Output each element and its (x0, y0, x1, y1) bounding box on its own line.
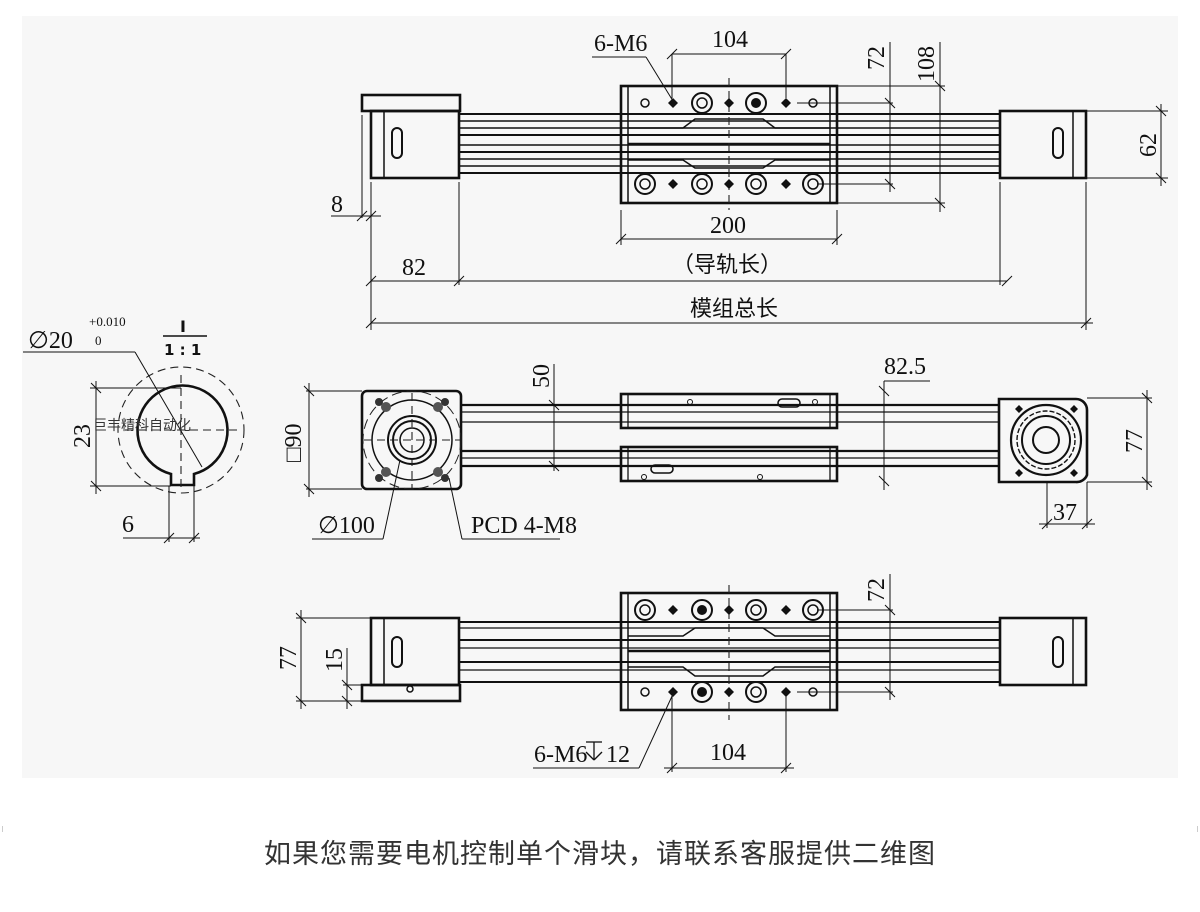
dim-37: 37 (1053, 500, 1077, 526)
section-mark: I (180, 317, 186, 336)
rail-length-label: （导轨长） (672, 253, 782, 278)
left-top-plate (360, 93, 462, 113)
dim-flange-square: □90 (281, 424, 307, 463)
pcd-callout: PCD 4-M8 (471, 513, 577, 539)
front-carriage-bottom (619, 445, 839, 483)
bottom-plate (360, 683, 462, 703)
dim-depth-12: 12 (606, 742, 630, 768)
left-end-block (369, 109, 461, 180)
dim-15: 15 (322, 648, 348, 672)
shaft-detail: ∅20 +0.010 0 I 1 : 1 23 6 巨丰精科自动化 (23, 314, 245, 544)
dim-77-bottom: 77 (276, 646, 302, 670)
top-view: 6-M6 104 72 108 62 8 82 200 （导轨长） 模组总长 (331, 27, 1168, 330)
dim-72-top: 72 (864, 46, 890, 70)
dim-6: 6 (122, 512, 134, 538)
tolerance-upper: +0.010 (89, 314, 126, 329)
corner-mark-left (2, 826, 9, 832)
dim-6-m6: 6-M6 (594, 31, 647, 57)
dim-108: 108 (914, 46, 940, 82)
caption-text: 如果您需要电机控制单个滑块，请联系客服提供二维图 (264, 839, 936, 870)
corner-mark-right (1191, 826, 1198, 832)
dim-23: 23 (70, 424, 96, 448)
rail-profile (460, 113, 1000, 174)
shaft-outer-circle (117, 366, 245, 494)
dim-77-front: 77 (1122, 429, 1148, 453)
m6-hole-icon (668, 98, 678, 108)
dim-82: 82 (402, 255, 426, 281)
bottom-right-end (998, 616, 1088, 687)
keyed-shaft (136, 384, 229, 487)
drawing-panel (22, 16, 1178, 778)
tolerance-lower: 0 (95, 333, 102, 348)
watermark: 巨丰精科自动化 (93, 418, 191, 434)
front-view: □90 50 ∅100 PCD 4-M8 82.5 77 37 (281, 354, 1153, 540)
dim-72-bottom: 72 (864, 578, 890, 602)
dim-6-m6-bottom: 6-M6 (534, 742, 587, 768)
dim-shaft-diameter: ∅20 (28, 328, 73, 354)
depth-symbol-icon (585, 741, 603, 761)
slot-icon (391, 127, 403, 159)
bearing-end (997, 397, 1089, 484)
dim-104-bottom: 104 (710, 740, 746, 766)
total-length-label: 模组总长 (690, 297, 778, 322)
dim-82-5: 82.5 (884, 354, 926, 380)
dim-62: 62 (1136, 133, 1162, 157)
bottom-view: 77 15 72 6-M6 12 104 (276, 574, 1088, 774)
dim-104-top: 104 (712, 27, 748, 53)
dim-8: 8 (331, 192, 343, 218)
dim-200: 200 (710, 213, 746, 239)
dim-50: 50 (529, 364, 555, 388)
front-carriage-top (619, 392, 839, 430)
detail-scale: 1 : 1 (164, 341, 201, 359)
right-end-block (998, 109, 1088, 180)
dim-pcd-diameter: ∅100 (318, 513, 375, 539)
